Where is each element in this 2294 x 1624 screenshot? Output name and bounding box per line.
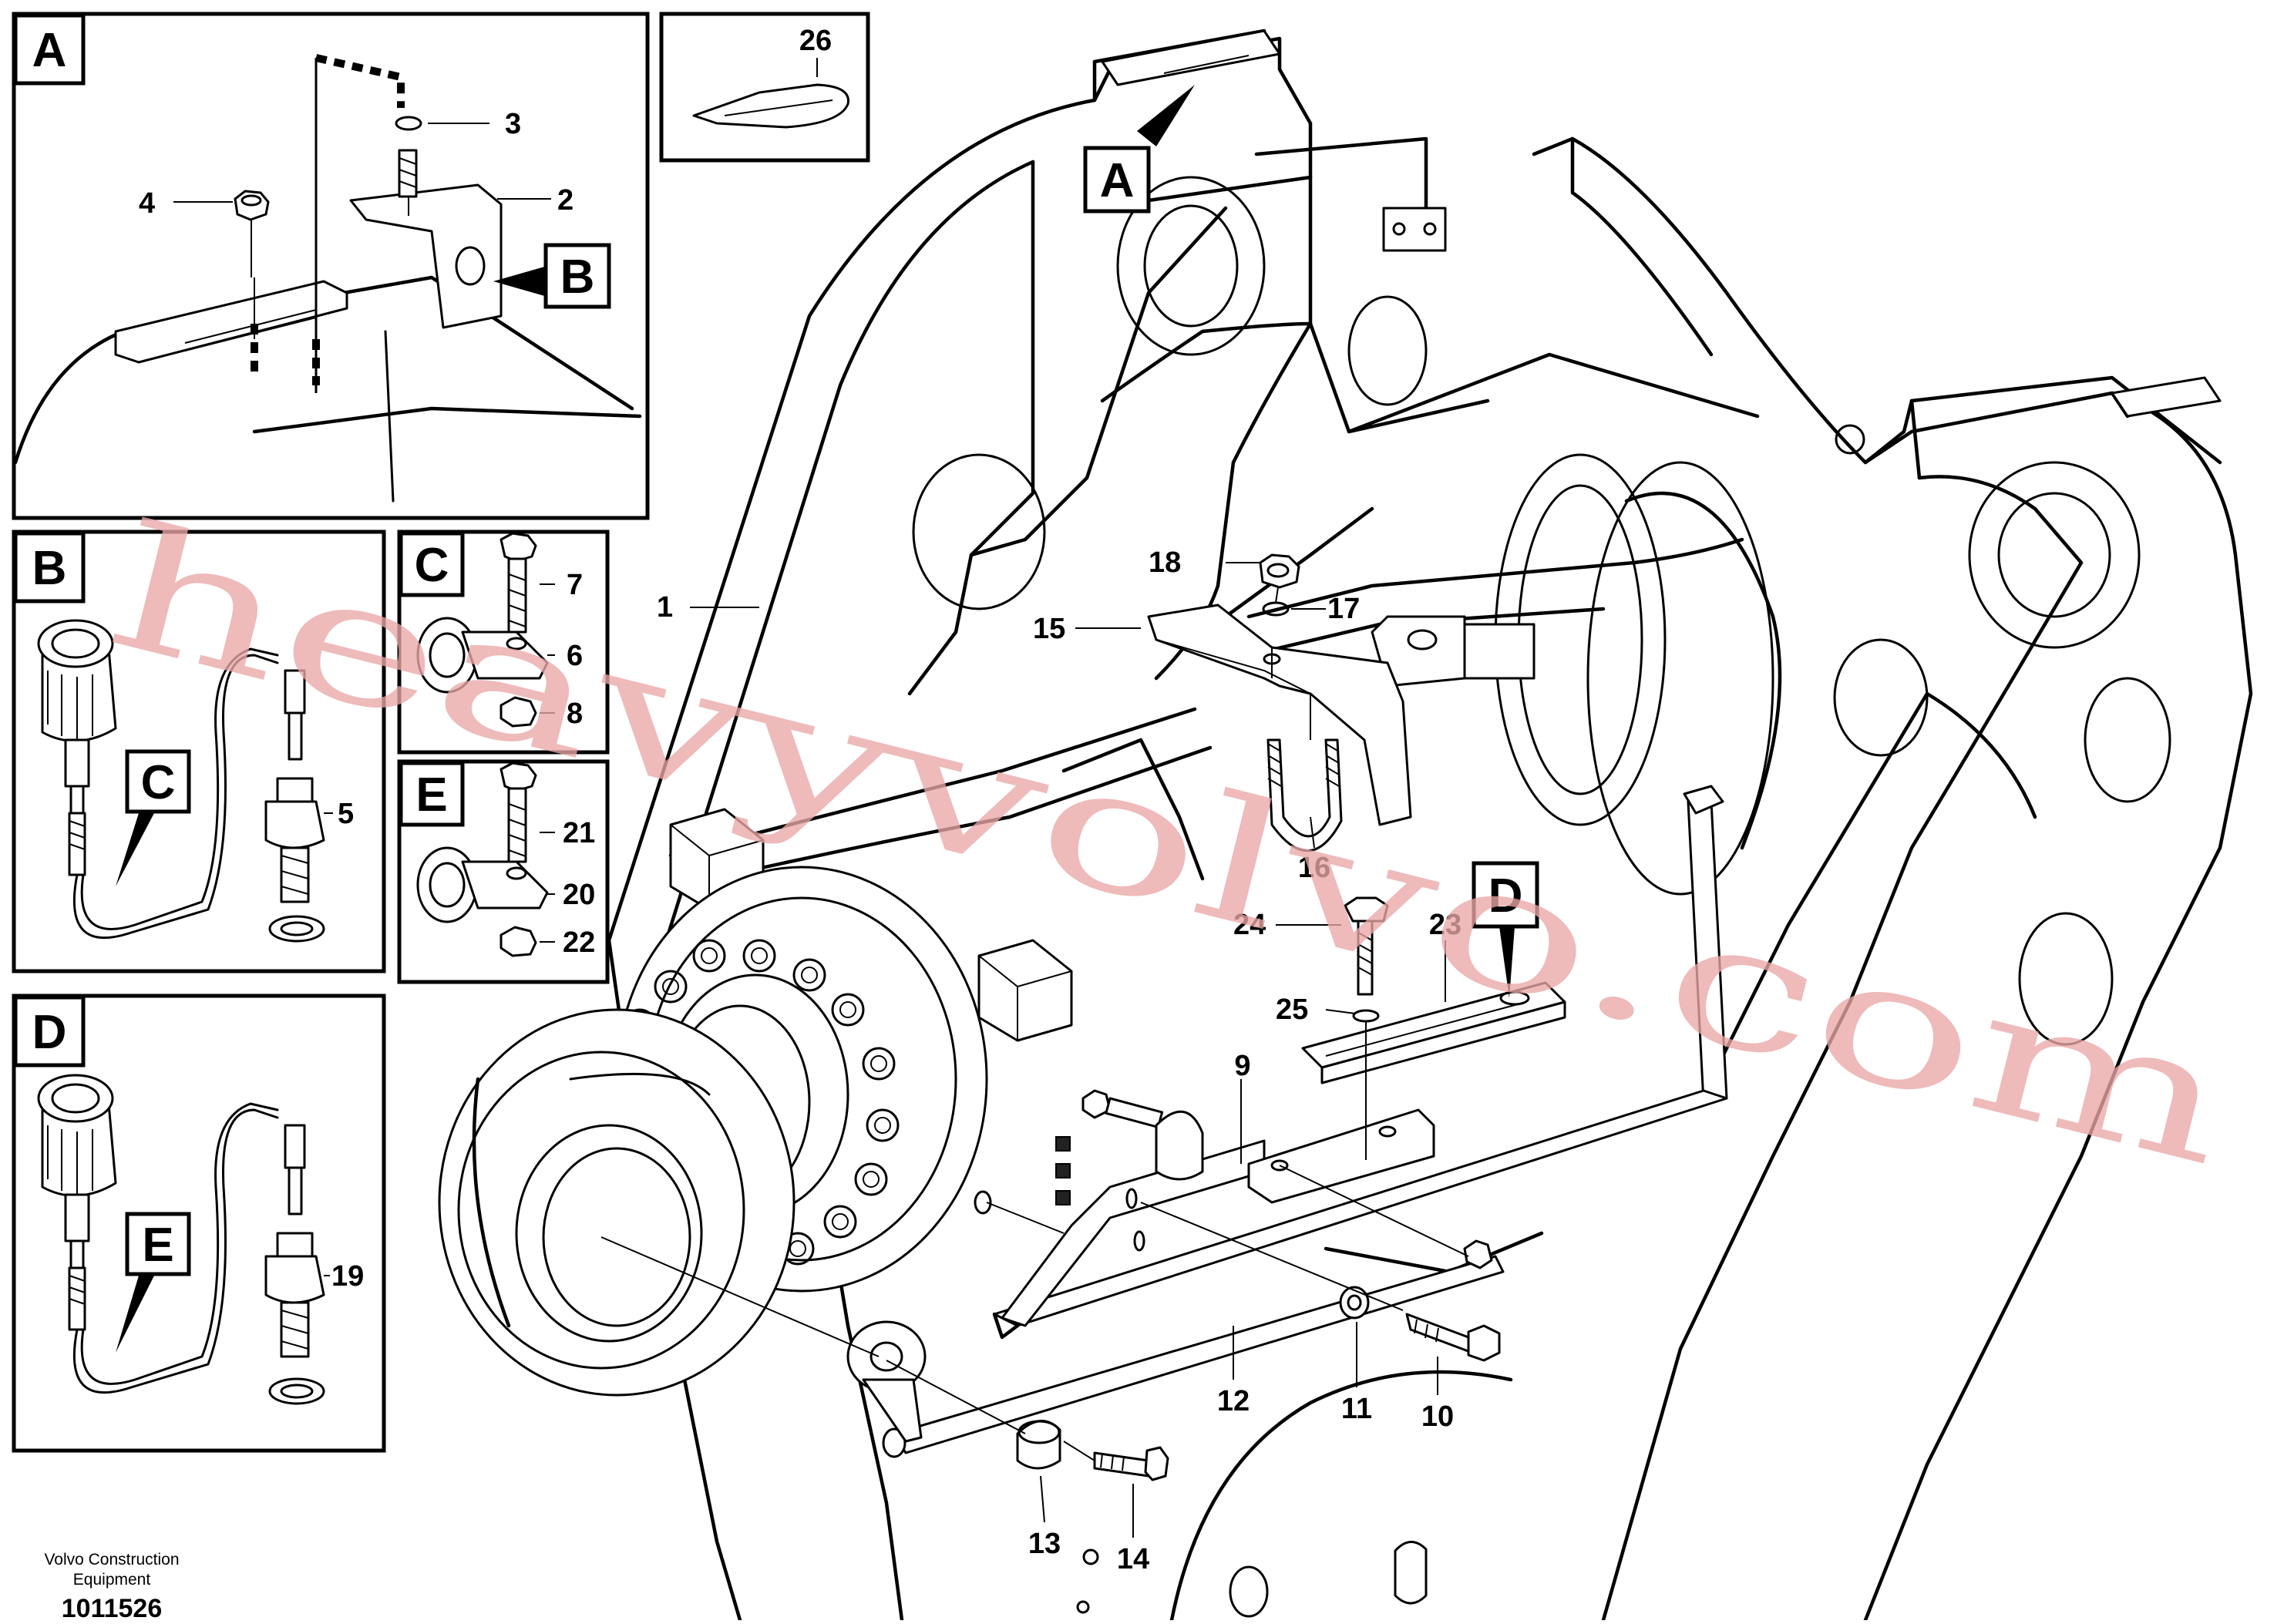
view-e-panel: E 21 20 22: [397, 759, 610, 984]
company-line-2: Equipment: [73, 1571, 151, 1589]
bracket-15: [1147, 553, 1412, 852]
dash-marks: [1055, 1136, 1071, 1205]
part-25: 25: [1276, 994, 1308, 1026]
bracket-23: [1301, 896, 1566, 1084]
b-threads: [69, 820, 86, 850]
part-7: 7: [567, 569, 583, 601]
part-9: 9: [1234, 1050, 1250, 1082]
view-e-label: E: [415, 768, 447, 822]
callout-e-in-d: E: [142, 1219, 173, 1272]
company-line-1: Volvo Construction: [44, 1551, 179, 1569]
frame-right: [1532, 136, 2253, 1622]
u-bolt-threads: [1267, 743, 1340, 787]
fasteners: [1016, 1239, 1501, 1481]
callout-c-in-b: C: [141, 756, 176, 809]
part-2: 2: [557, 184, 574, 217]
screw-3-threads: [399, 157, 417, 188]
part-14: 14: [1117, 1543, 1149, 1575]
view-d-panel: D 19 E: [12, 994, 386, 1453]
callout-d-main: D: [1488, 869, 1523, 923]
callout-a-main: A: [1100, 154, 1135, 207]
part-3: 3: [505, 108, 521, 140]
hub-assembly: [438, 808, 1073, 1397]
view-a-label: A: [32, 24, 67, 77]
bolt-14-threads: [1100, 1453, 1125, 1471]
part-20: 20: [563, 879, 595, 911]
d-threads: [69, 1275, 86, 1305]
cable-tie-panel: 26: [659, 12, 870, 163]
part-6: 6: [567, 640, 583, 672]
d-sensor-threads: [281, 1310, 309, 1350]
part-18: 18: [1149, 546, 1181, 579]
part-5: 5: [338, 798, 354, 830]
part-23: 23: [1429, 909, 1462, 941]
b-sensor-threads: [281, 855, 309, 895]
view-c-panel: C 7 6 8: [397, 530, 610, 755]
e-threads: [508, 803, 526, 857]
part-13: 13: [1028, 1528, 1061, 1560]
part-11: 11: [1341, 1393, 1372, 1425]
part-12: 12: [1217, 1385, 1250, 1417]
part-15: 15: [1033, 613, 1065, 645]
part-8: 8: [567, 698, 583, 730]
view-d-label: D: [32, 1006, 67, 1059]
view-b-panel: B 5 C: [12, 530, 386, 973]
main-callouts: A D 1 15 18 17 16 24 25 23 9 12 11 10 13…: [657, 85, 1539, 1575]
part-10: 10: [1421, 1400, 1454, 1433]
part-16: 16: [1298, 852, 1330, 884]
callout-b-in-a: B: [560, 250, 595, 304]
part-26: 26: [799, 25, 832, 57]
view-c-label: C: [415, 539, 449, 592]
main-assembly: [438, 29, 2253, 1622]
part-19: 19: [331, 1260, 364, 1293]
footer: Volvo Construction Equipment 1011526: [44, 1551, 179, 1623]
view-a-panel: A B: [12, 12, 650, 520]
view-b-label: B: [32, 542, 67, 595]
bolt-10-threads: [1414, 1319, 1439, 1343]
c-threads: [508, 573, 526, 627]
part-22: 22: [563, 926, 595, 959]
part-17: 17: [1327, 593, 1360, 625]
part-24: 24: [1233, 909, 1266, 941]
part-1: 1: [657, 591, 673, 624]
part-21: 21: [563, 817, 595, 849]
drawing-id: 1011526: [62, 1594, 163, 1620]
leader-lines: [600, 694, 1469, 1461]
bolt-24-threads: [1357, 932, 1373, 976]
part-4: 4: [139, 187, 155, 220]
